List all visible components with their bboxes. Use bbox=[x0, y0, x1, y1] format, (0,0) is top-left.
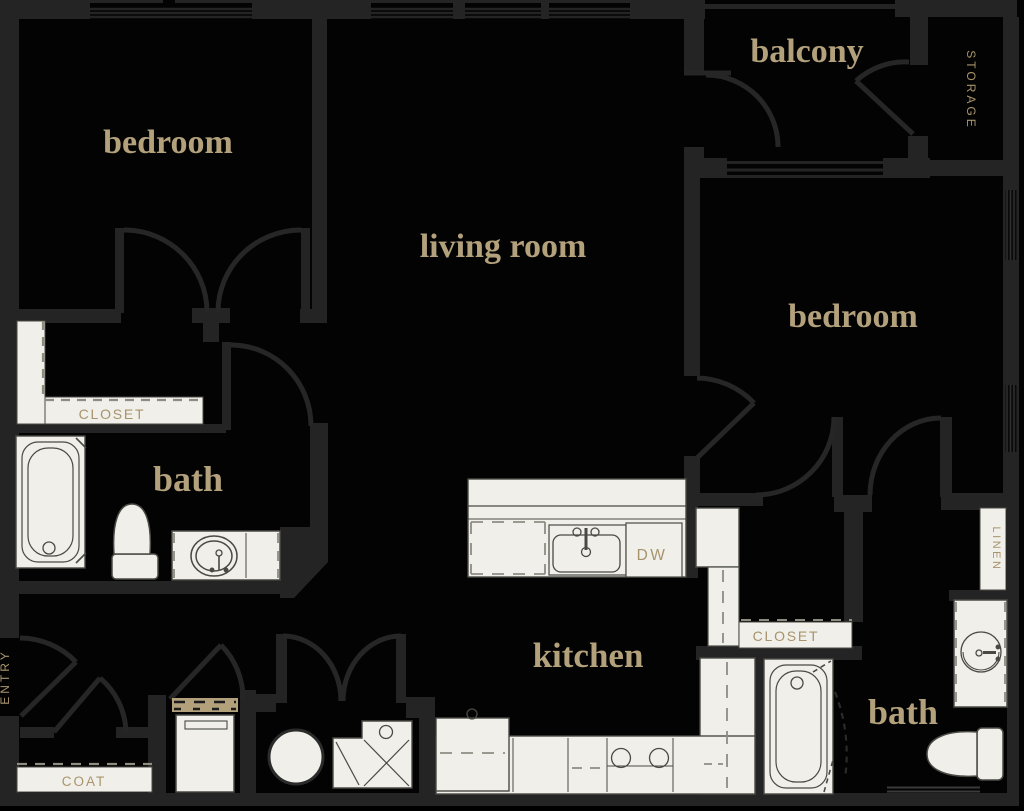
svg-text:bath: bath bbox=[868, 692, 938, 732]
svg-text:COAT: COAT bbox=[62, 774, 107, 789]
svg-text:balcony: balcony bbox=[750, 33, 863, 70]
svg-text:bedroom: bedroom bbox=[788, 298, 918, 335]
svg-text:kitchen: kitchen bbox=[533, 636, 644, 675]
svg-text:living room: living room bbox=[420, 228, 587, 265]
svg-text:bath: bath bbox=[153, 459, 223, 499]
svg-text:ENTRY: ENTRY bbox=[0, 649, 12, 704]
svg-text:CLOSET: CLOSET bbox=[79, 406, 146, 422]
svg-text:STORAGE: STORAGE bbox=[964, 50, 978, 129]
svg-text:DW: DW bbox=[637, 547, 668, 564]
svg-text:LINEN: LINEN bbox=[990, 527, 1002, 572]
svg-text:CLOSET: CLOSET bbox=[753, 628, 820, 644]
svg-text:bedroom: bedroom bbox=[103, 124, 233, 161]
